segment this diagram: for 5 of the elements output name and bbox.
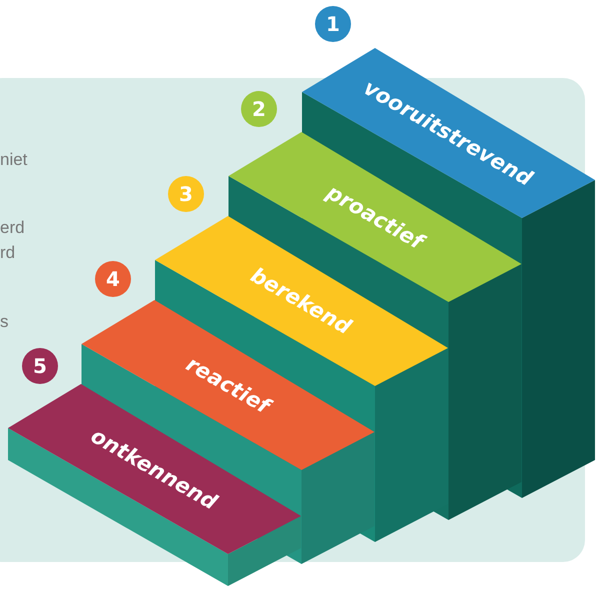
cut-off-text: s [0,312,8,332]
cut-off-text: niet [0,150,28,170]
cut-off-text: erd [0,218,25,238]
step-number: 1 [315,6,351,42]
cut-off-text: rd [0,243,16,263]
